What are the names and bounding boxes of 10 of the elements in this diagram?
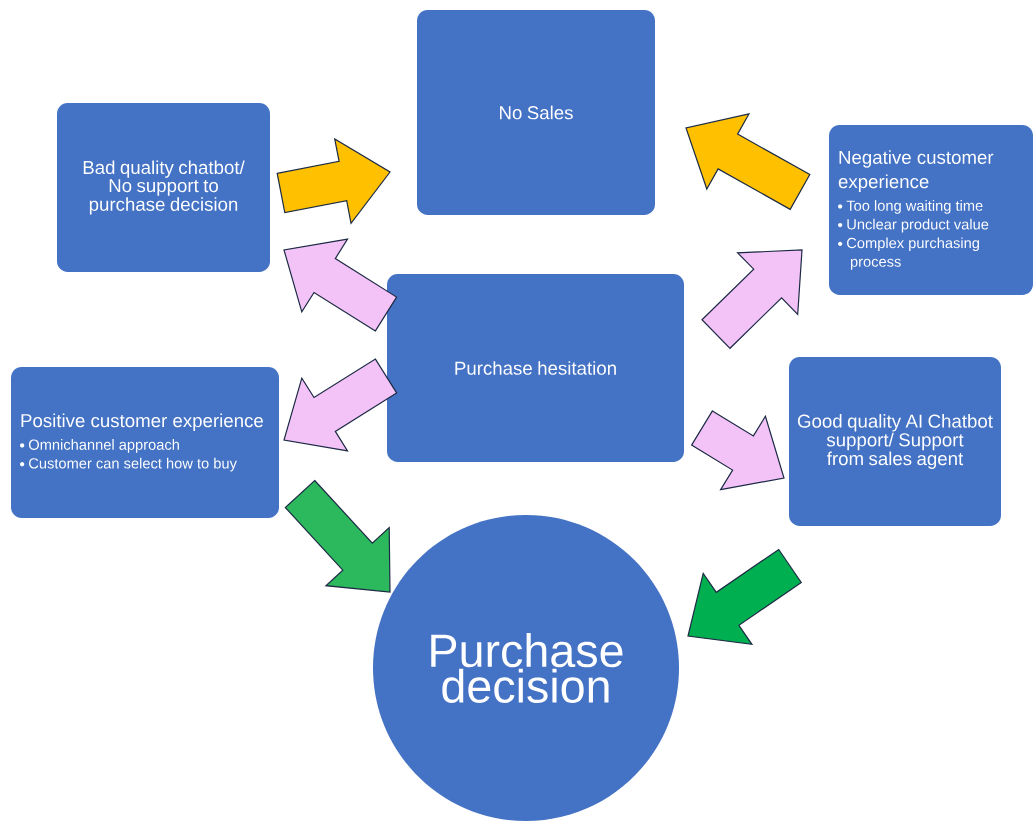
process-box: No Sales [417,10,655,215]
process-box: Negative customer experience Too long waiting time Unclear product value Complex purchasing process [829,125,1033,295]
process-box: Positive customer experience Omnichannel approach Customer can select how to buy [11,367,279,518]
block-arrow [284,479,391,593]
process-box: Bad quality chatbot/ No support to purchase decision [57,103,270,272]
process-box: Purchase hesitation [387,274,684,462]
process-box: Good quality AI Chatbot support/ Support from sales agent [789,357,1001,526]
block-arrow [283,358,398,452]
block-arrow [283,238,398,332]
block-arrow [276,137,391,225]
